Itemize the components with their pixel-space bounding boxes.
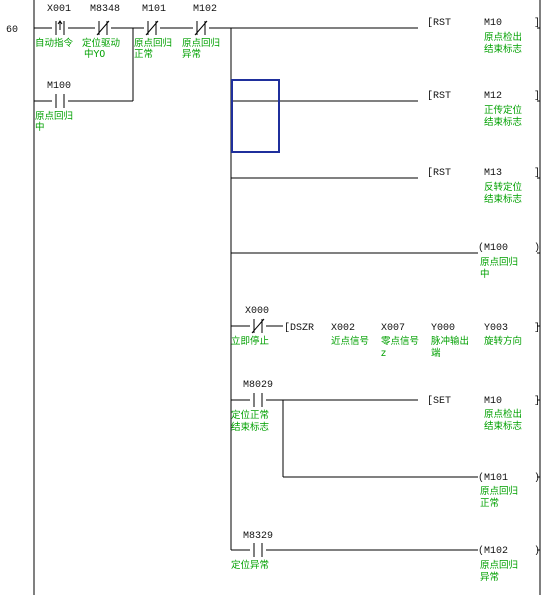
contact-m102[interactable]: M102 原点回归 异常: [182, 4, 220, 60]
selection-cursor[interactable]: [231, 79, 280, 153]
svg-text:近点信号: 近点信号: [331, 335, 369, 347]
instruction-dszr[interactable]: [DSZR X002 近点信号 X007 零点信号 z Y000 脉冲输出 端 …: [284, 322, 540, 359]
svg-text:z: z: [381, 348, 386, 359]
step-number: 60: [6, 25, 18, 36]
device-comment: 正常: [134, 48, 153, 60]
svg-text:X002: X002: [331, 323, 355, 334]
instruction-comment: 反转定位: [484, 181, 523, 193]
device-comment: 异常: [182, 48, 201, 60]
contact-m100[interactable]: M100 原点回归 中: [35, 81, 73, 133]
svg-text:): ): [534, 242, 540, 254]
device-comment: 结束标志: [231, 421, 269, 433]
device-label: M102: [193, 4, 217, 15]
coil-label: (M100: [478, 242, 508, 254]
device-comment: 中Y0: [84, 48, 105, 60]
instruction-rst-m10[interactable]: [RST M10 ] 原点检出 结束标志: [427, 17, 540, 55]
svg-text:旋转方向: 旋转方向: [484, 335, 522, 347]
contact-m101[interactable]: M101 原点回归 正常: [134, 4, 172, 60]
device-label: M8348: [90, 4, 120, 15]
coil-comment: 原点回归: [480, 485, 518, 497]
instruction-op: [RST: [427, 167, 451, 179]
dszr-operand-x002: X002 近点信号: [331, 323, 369, 347]
device-comment: 定位异常: [231, 559, 269, 571]
device-comment: 原点回归: [134, 37, 172, 49]
dszr-operand-x007: X007 零点信号 z: [381, 323, 419, 359]
coil-m100[interactable]: (M100 ) 原点回归 中: [478, 242, 540, 280]
svg-text:): ): [534, 472, 540, 484]
instruction-op: [RST: [427, 17, 451, 29]
instruction-device: M13: [484, 168, 502, 179]
instruction-comment: 原点检出: [484, 408, 522, 420]
device-comment: 定位驱动: [82, 37, 120, 49]
device-label: X001: [47, 4, 71, 15]
coil-comment: 原点回归: [480, 256, 518, 268]
instruction-comment: 原点检出: [484, 31, 522, 43]
device-comment: 自动指令: [35, 37, 74, 49]
coil-comment: 异常: [480, 571, 499, 583]
device-label: M8029: [243, 380, 273, 391]
instruction-rst-m13[interactable]: [RST M13 ] 反转定位 结束标志: [427, 167, 540, 205]
device-label: M100: [47, 81, 71, 92]
coil-comment: 原点回归: [480, 559, 518, 571]
instruction-comment: 结束标志: [484, 43, 522, 55]
instruction-comment: 正传定位: [484, 104, 523, 116]
dszr-operand-y000: Y000 脉冲输出 端: [431, 323, 469, 359]
instruction-comment: 结束标志: [484, 193, 522, 205]
dszr-operand-y003: Y003 旋转方向: [484, 323, 522, 347]
svg-text:X007: X007: [381, 323, 405, 334]
device-comment: 中: [35, 121, 45, 133]
instruction-device: M12: [484, 91, 502, 102]
device-comment: 原点回归: [182, 37, 220, 49]
coil-comment: 中: [480, 268, 490, 280]
coil-label: (M102: [478, 545, 508, 557]
contact-x001[interactable]: X001 自动指令: [35, 4, 74, 49]
instruction-rst-m12[interactable]: [RST M12 ] 正传定位 结束标志: [427, 90, 540, 128]
svg-text:端: 端: [431, 347, 441, 359]
svg-text:): ): [534, 545, 540, 557]
device-comment: 立即停止: [231, 335, 270, 347]
svg-text:Y000: Y000: [431, 323, 455, 334]
instruction-device: M10: [484, 18, 502, 29]
svg-text:]: ]: [534, 90, 540, 102]
contact-x000[interactable]: X000 立即停止: [231, 306, 270, 347]
svg-text:脉冲输出: 脉冲输出: [431, 335, 469, 347]
contact-m8329[interactable]: M8329 定位异常: [231, 531, 273, 571]
instruction-comment: 结束标志: [484, 420, 522, 432]
instruction-set-m10[interactable]: [SET M10 ] 原点检出 结束标志: [427, 395, 540, 432]
device-label: X000: [245, 306, 269, 317]
contact-m8029[interactable]: M8029 定位正常 结束标志: [231, 380, 273, 433]
instruction-op: [RST: [427, 90, 451, 102]
svg-text:]: ]: [534, 395, 540, 407]
instruction-comment: 结束标志: [484, 116, 522, 128]
contact-m8348[interactable]: M8348 定位驱动 中Y0: [82, 4, 120, 60]
device-label: M8329: [243, 531, 273, 542]
coil-label: (M101: [478, 472, 508, 484]
instruction-op: [DSZR: [284, 322, 314, 334]
device-comment: 原点回归: [35, 110, 73, 122]
svg-text:]: ]: [534, 322, 540, 334]
svg-text:]: ]: [534, 167, 540, 179]
svg-text:零点信号: 零点信号: [381, 335, 419, 347]
device-comment: 定位正常: [231, 409, 269, 421]
coil-m101[interactable]: (M101 ) 原点回归 正常: [478, 472, 540, 509]
svg-text:Y003: Y003: [484, 323, 508, 334]
coil-m102[interactable]: (M102 ) 原点回归 异常: [478, 545, 540, 583]
instruction-device: M10: [484, 396, 502, 407]
coil-comment: 正常: [480, 497, 499, 509]
device-label: M101: [142, 4, 166, 15]
instruction-op: [SET: [427, 395, 451, 407]
svg-text:]: ]: [534, 17, 540, 29]
